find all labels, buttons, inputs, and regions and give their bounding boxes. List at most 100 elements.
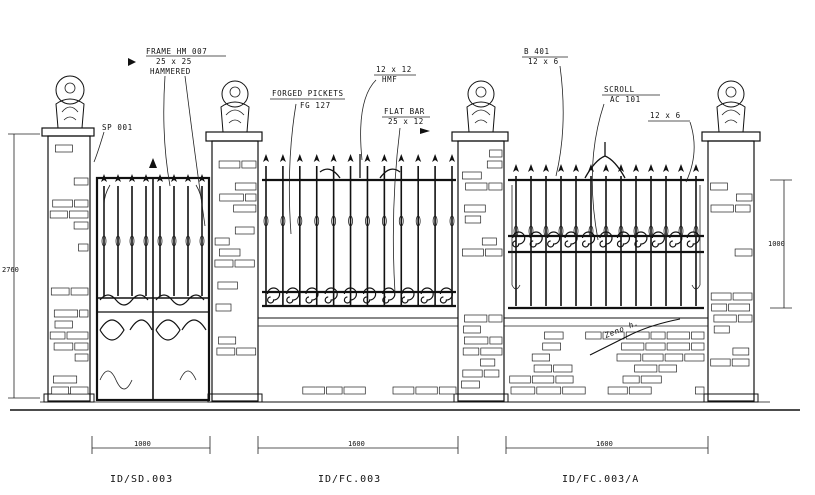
picket-spear: [528, 164, 534, 172]
scroll: [420, 287, 434, 304]
picket-collar: [143, 235, 149, 247]
sp-label: SP 001: [102, 123, 133, 132]
brick: [664, 353, 684, 362]
brick: [49, 210, 68, 219]
frame-label: FRAME HM 007: [146, 47, 207, 56]
picket-collar: [297, 215, 303, 227]
brick: [216, 347, 236, 356]
width-dimension-fence: 1600: [257, 436, 459, 454]
brick: [489, 149, 503, 158]
annotation-hmf: 12 x 12 HMF: [360, 65, 416, 161]
scroll: [686, 231, 700, 248]
scroll: [669, 231, 683, 248]
picket-spear: [115, 174, 121, 182]
picket-spear: [513, 164, 519, 172]
picket-spear: [143, 174, 149, 182]
brick: [236, 347, 257, 356]
fence2-code: ID/FC.003/A: [562, 474, 639, 485]
picket-spear: [678, 164, 684, 172]
pillar-3: [451, 80, 509, 403]
brick: [245, 193, 257, 202]
brick: [73, 221, 89, 230]
brick: [607, 386, 628, 395]
brick: [640, 375, 662, 384]
brick: [621, 342, 645, 351]
scroll: [599, 231, 613, 248]
brick: [79, 309, 89, 318]
brick: [74, 342, 89, 351]
picket-collar: [129, 235, 135, 247]
brick: [69, 210, 89, 219]
picket-collar: [543, 225, 549, 237]
brick: [658, 364, 677, 373]
scroll: [305, 287, 319, 304]
brick: [553, 364, 573, 373]
height-left-value: 2760: [2, 266, 19, 274]
picket-spear: [263, 154, 269, 162]
brick: [302, 386, 325, 395]
scroll-code: AC 101: [610, 95, 641, 104]
picket-collar: [171, 235, 177, 247]
width-dimension-fence2: 1600: [505, 436, 709, 454]
scroll: [634, 231, 648, 248]
fence1-pickets: [263, 154, 455, 306]
brick: [483, 369, 500, 378]
fence2-scroll-band: [512, 231, 700, 248]
brick: [731, 358, 750, 367]
picket-collar: [432, 215, 438, 227]
picket-spear: [398, 154, 405, 162]
brick: [645, 342, 666, 351]
scroll: [343, 287, 357, 304]
b401-size: 12 x 6: [528, 57, 559, 66]
brick: [710, 358, 731, 367]
brick: [74, 353, 89, 362]
gate-panel: [95, 158, 211, 402]
picket-collar: [573, 225, 579, 237]
fence-panel-2: [503, 142, 709, 403]
picket-spear: [603, 164, 609, 172]
picket-spear: [381, 154, 388, 162]
fence2-width-value: 1600: [596, 440, 613, 448]
brick: [49, 331, 66, 340]
brick: [464, 314, 488, 323]
brick: [234, 226, 255, 235]
brick: [50, 287, 70, 296]
annotation-scroll: SCROLL AC 101: [591, 85, 660, 241]
brick: [642, 353, 664, 362]
brick: [218, 160, 241, 169]
picket-collar: [558, 225, 564, 237]
gate-code: ID/SD.003: [110, 474, 173, 485]
scroll: [286, 287, 300, 304]
brick: [464, 215, 482, 224]
picket-collar: [398, 215, 404, 227]
fence-panel-1: [257, 154, 459, 403]
brick: [462, 171, 482, 180]
scroll: [651, 231, 665, 248]
picket-collar: [449, 215, 455, 227]
brick: [488, 314, 503, 323]
brick: [486, 160, 503, 169]
brick: [464, 336, 489, 345]
brick: [461, 380, 480, 389]
brick: [78, 243, 89, 252]
annotation-bar12x6: 12 x 6: [648, 111, 695, 183]
gate-top-spear: [149, 158, 157, 168]
annotation-pickets: FORGED PICKETS FG 127: [270, 89, 345, 235]
picket-collar: [115, 235, 121, 247]
brick: [510, 386, 536, 395]
brick: [732, 347, 750, 356]
brick: [666, 342, 690, 351]
gate-width-value: 1000: [134, 440, 151, 448]
picket-collar: [348, 215, 353, 227]
brick: [713, 325, 730, 334]
picket-collar: [263, 215, 269, 227]
brick: [217, 281, 238, 290]
hmf-code: HMF: [382, 75, 397, 84]
brick: [585, 331, 602, 340]
brick: [628, 386, 652, 395]
brick: [234, 182, 257, 191]
brick: [73, 177, 89, 186]
picket-collar: [588, 225, 594, 237]
brick: [465, 182, 488, 191]
